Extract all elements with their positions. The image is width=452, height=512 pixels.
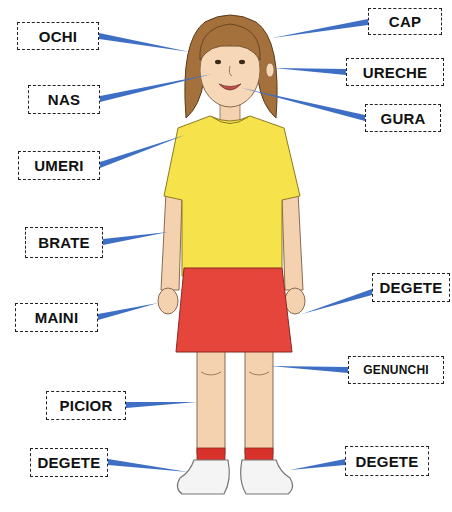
leader-line bbox=[98, 303, 158, 320]
label-box: NAS bbox=[28, 85, 100, 114]
skirt bbox=[176, 268, 292, 352]
label-box: URECHE bbox=[346, 58, 444, 86]
shoe bbox=[177, 460, 229, 494]
label-box: DEGETE bbox=[372, 273, 450, 302]
hand bbox=[158, 288, 178, 314]
leader-line bbox=[242, 88, 365, 121]
leader-line bbox=[108, 459, 188, 472]
part-name: DEGETE bbox=[380, 279, 443, 296]
leader-line bbox=[100, 135, 185, 168]
label-box: DEGETE bbox=[30, 448, 108, 477]
ear bbox=[266, 63, 274, 77]
collar bbox=[212, 117, 248, 124]
t-shirt bbox=[164, 116, 300, 276]
leader-line bbox=[100, 74, 212, 102]
leader-line bbox=[290, 459, 345, 470]
leader-line bbox=[103, 232, 168, 245]
part-name: DEGETE bbox=[356, 453, 419, 470]
hand bbox=[285, 288, 305, 314]
eye bbox=[239, 60, 245, 64]
part-name: GENUNCHI bbox=[363, 363, 429, 377]
part-name: BRATE bbox=[38, 234, 90, 251]
label-box: DEGETE bbox=[345, 446, 429, 476]
part-name: UMERI bbox=[34, 157, 83, 174]
leader-line bbox=[99, 33, 190, 52]
label-box: GURA bbox=[365, 104, 441, 132]
leader-lines bbox=[98, 19, 372, 472]
label-box: PICIOR bbox=[46, 391, 126, 420]
knee bbox=[201, 372, 221, 375]
part-name: MAINI bbox=[35, 309, 79, 326]
leader-line bbox=[274, 68, 346, 75]
hair bbox=[185, 15, 277, 118]
part-name: DEGETE bbox=[38, 454, 101, 471]
part-name: PICIOR bbox=[60, 397, 113, 414]
part-name: NAS bbox=[48, 91, 80, 108]
label-box: CAP bbox=[368, 8, 442, 35]
arm bbox=[282, 192, 303, 290]
mouth bbox=[219, 84, 241, 90]
eye bbox=[215, 60, 221, 64]
leg bbox=[197, 348, 225, 454]
label-box: BRATE bbox=[25, 227, 103, 258]
label-box: UMERI bbox=[18, 151, 100, 180]
part-name: CAP bbox=[389, 13, 421, 30]
nose bbox=[229, 66, 232, 76]
part-name: OCHI bbox=[39, 28, 77, 45]
label-box: OCHI bbox=[17, 22, 99, 50]
leg bbox=[245, 348, 273, 454]
bangs bbox=[200, 24, 260, 60]
knee bbox=[249, 372, 269, 375]
leader-line bbox=[302, 289, 372, 314]
arm bbox=[161, 192, 182, 290]
leader-line bbox=[272, 19, 368, 38]
shoe bbox=[241, 460, 293, 494]
label-box: MAINI bbox=[15, 303, 98, 332]
part-name: URECHE bbox=[363, 64, 428, 81]
label-box: GENUNCHI bbox=[348, 356, 444, 384]
part-name: GURA bbox=[381, 110, 426, 127]
leader-line bbox=[270, 366, 348, 373]
leader-line bbox=[126, 402, 197, 408]
